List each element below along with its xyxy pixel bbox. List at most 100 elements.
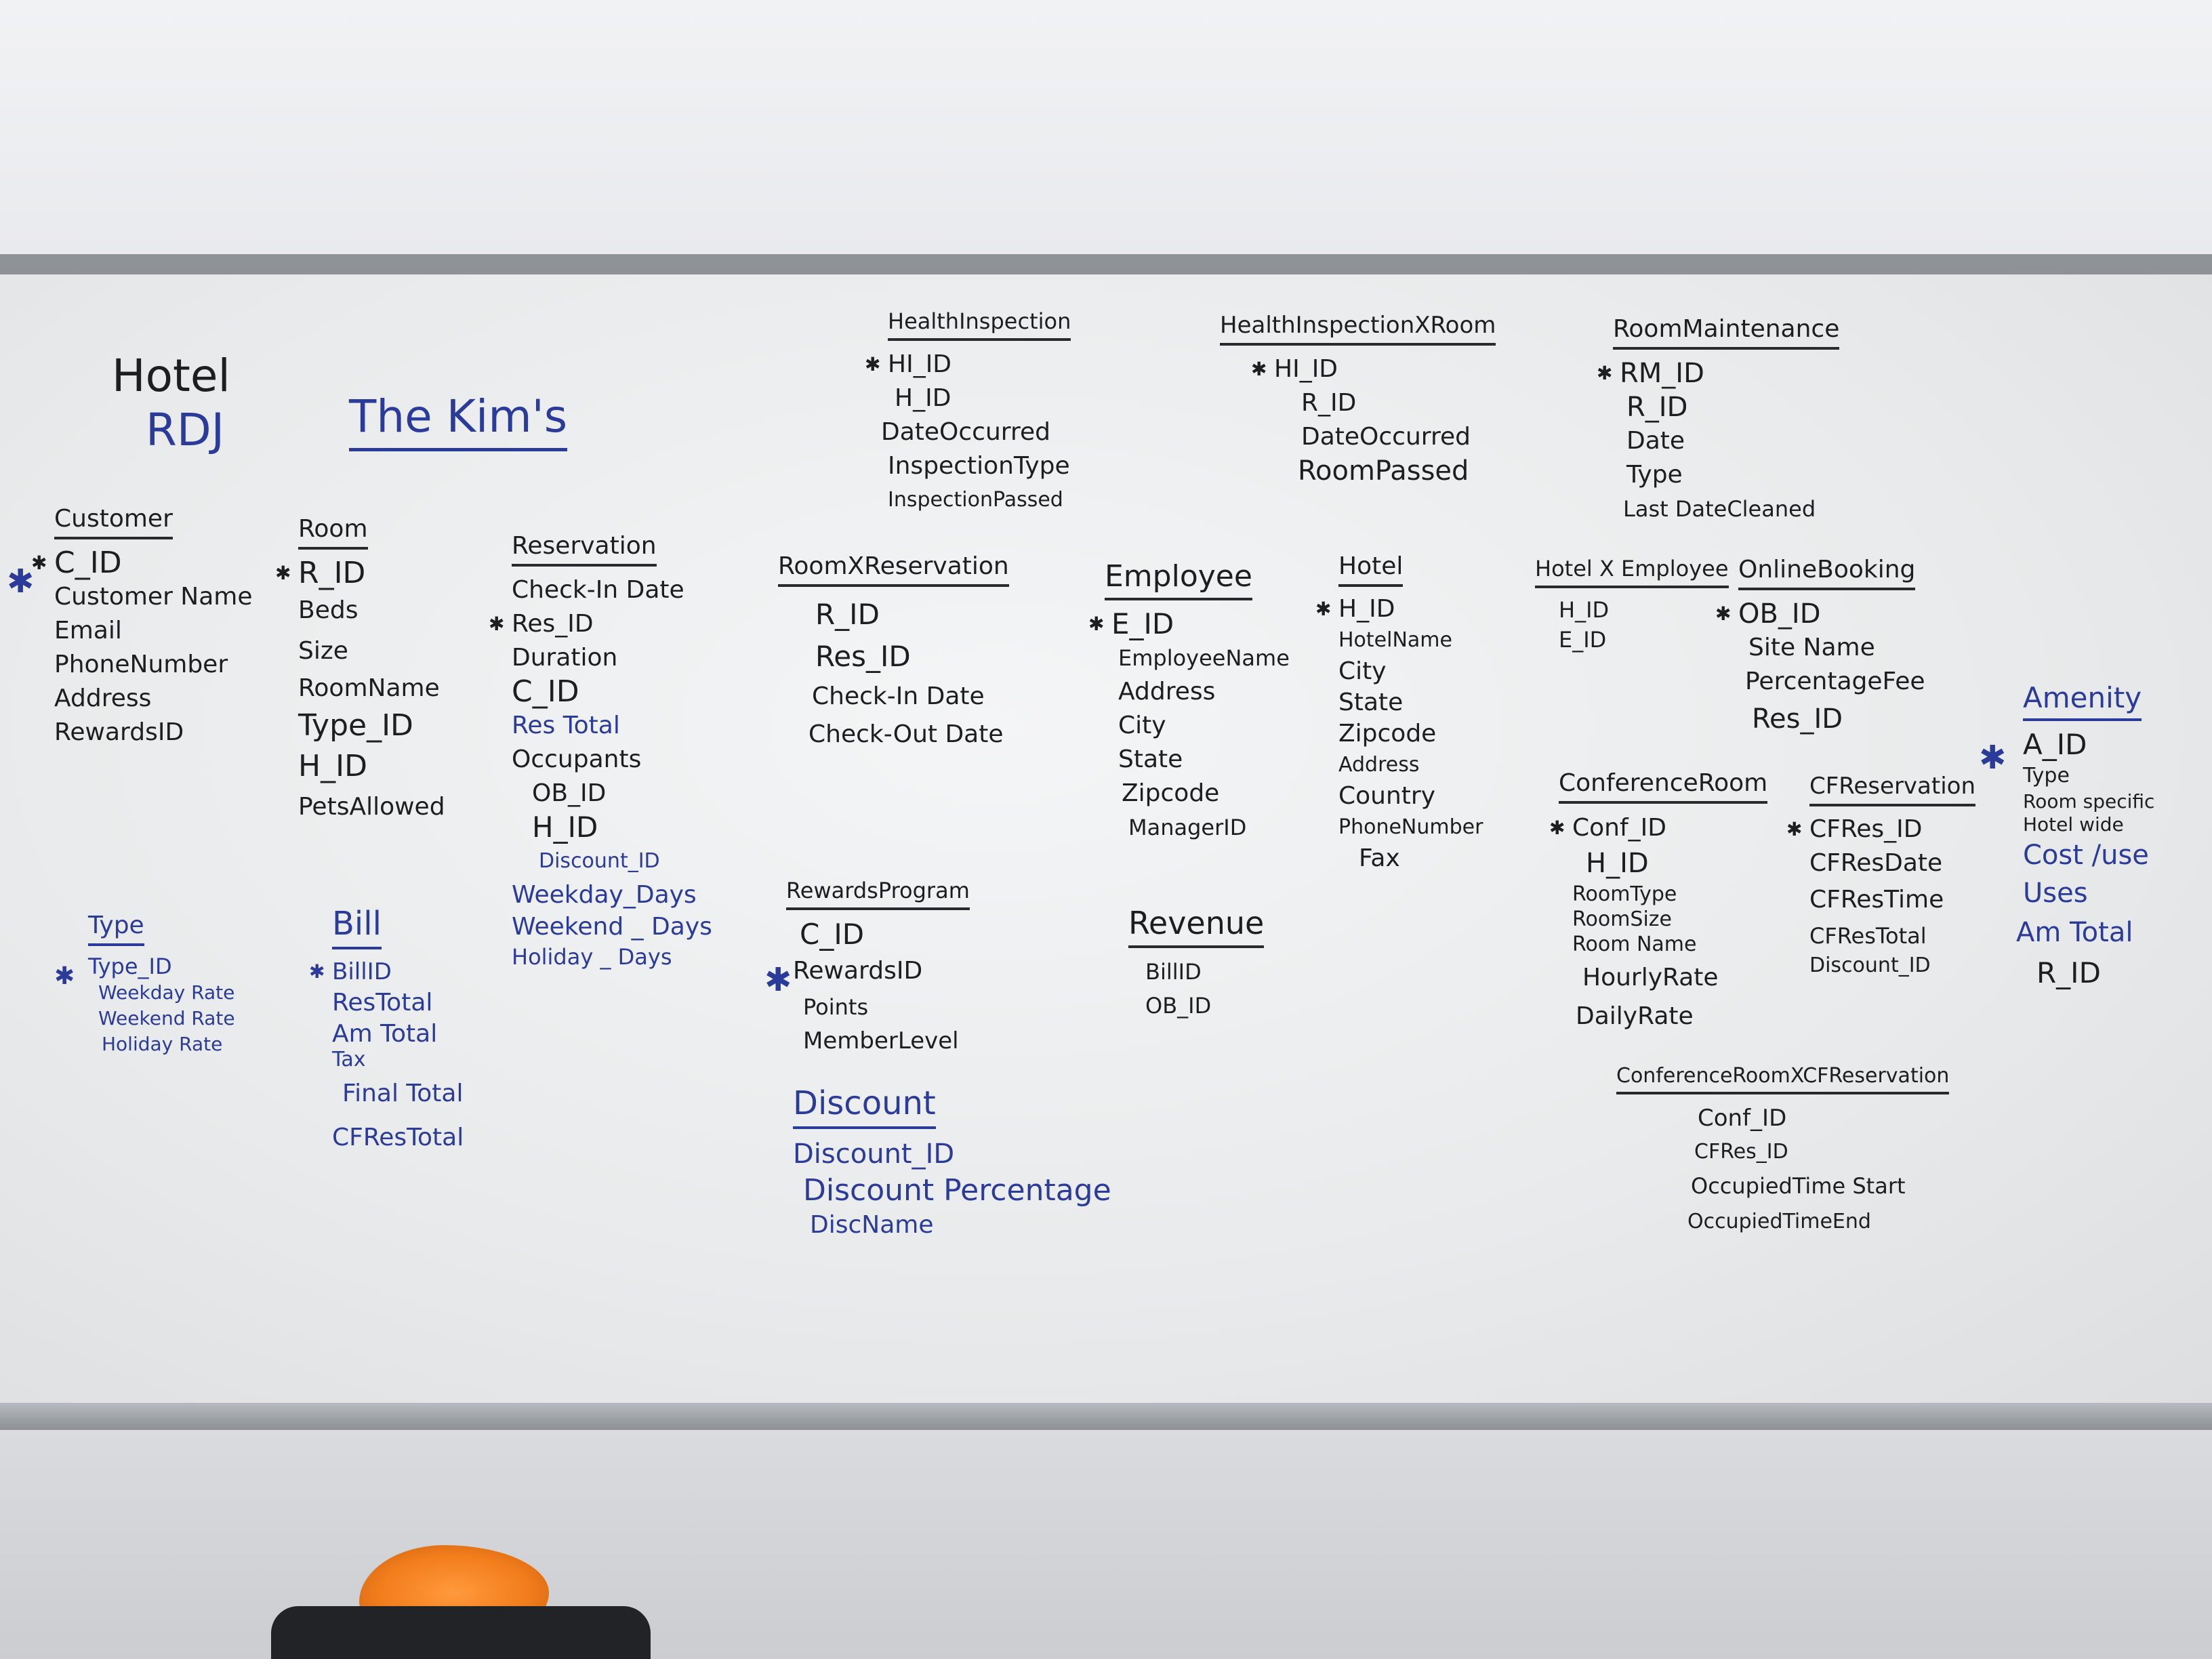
table-revenue-field: OB_ID: [1145, 993, 1212, 1019]
table-room-field: Size: [298, 637, 348, 665]
table-reservation-field: H_ID: [532, 811, 598, 844]
table-health-inspection-x-room-field: HI_ID: [1274, 352, 1496, 386]
team-name-block: The Kim's: [349, 390, 568, 458]
table-cf-reservation-field: CFResTotal: [1809, 923, 1927, 949]
table-bill-field: BillID: [332, 956, 464, 987]
table-reservation-field: Duration: [512, 644, 618, 672]
table-customer-field: Email: [54, 617, 122, 644]
table-amenity-field: Am Total: [2016, 917, 2133, 948]
table-health-inspection: HealthInspection HI_ID H_ID DateOccurred…: [881, 308, 1071, 517]
table-room-field: Beds: [298, 596, 359, 624]
table-hotel-field: Country: [1338, 782, 1436, 810]
table-health-inspection-x-room: HealthInspectionXRoom HI_ID R_ID DateOcc…: [1220, 312, 1496, 488]
table-reservation: Reservation Check-In Date Res_ID Duratio…: [512, 532, 712, 972]
table-conference-room-field: Room Name: [1572, 933, 1697, 956]
table-hotel-field: Zipcode: [1338, 720, 1437, 747]
table-conference-room-x-cf-reservation: ConferenceRoomXCFReservation Conf_ID CFR…: [1616, 1064, 1950, 1241]
table-room-maintenance-field: R_ID: [1626, 392, 1688, 423]
table-reservation-field: C_ID: [512, 674, 579, 709]
table-conference-room: ConferenceRoom Conf_ID H_ID RoomType Roo…: [1559, 769, 1768, 1036]
table-hotel-field: State: [1338, 689, 1404, 716]
table-health-inspection-field: InspectionPassed: [888, 488, 1063, 512]
table-conference-room-x-cf-reservation-field: OccupiedTimeEnd: [1687, 1210, 1871, 1233]
table-customer-field: Customer Name: [54, 583, 253, 611]
table-bill-field: Am Total: [332, 1020, 438, 1048]
table-room-maintenance: RoomMaintenance RM_ID R_ID Date Type Las…: [1613, 315, 1840, 526]
table-employee-title: Employee: [1105, 559, 1252, 600]
table-discount-field: DiscName: [810, 1211, 934, 1239]
table-room: Room R_ID Beds Size RoomName Type_ID H_I…: [298, 515, 445, 827]
table-amenity-field: Hotel wide: [2023, 813, 2124, 836]
table-conference-room-field: HourlyRate: [1582, 964, 1719, 991]
table-bill-field: CFResTotal: [332, 1124, 464, 1151]
board-title-block: Hotel RDJ: [112, 349, 230, 457]
table-health-inspection-title: HealthInspection: [888, 308, 1071, 341]
table-employee-field: City: [1118, 712, 1166, 739]
table-hotel-field: HotelName: [1338, 628, 1452, 652]
table-conference-room-x-cf-reservation-field: OccupiedTime Start: [1691, 1173, 1906, 1199]
table-conference-room-x-cf-reservation-field: Conf_ID: [1698, 1105, 1787, 1132]
board-title: Hotel: [112, 350, 230, 402]
blue-star-mark: ✱: [54, 962, 75, 990]
table-bill: Bill BillID ResTotal Am Total Tax Final …: [332, 905, 464, 1158]
table-conference-room-field: H_ID: [1586, 848, 1649, 879]
table-reservation-field: Check-In Date: [512, 576, 684, 604]
table-reservation-title: Reservation: [512, 532, 657, 567]
table-online-booking: OnlineBooking OB_ID Site Name Percentage…: [1738, 556, 1925, 739]
table-room-maintenance-field: RM_ID: [1620, 356, 1839, 390]
table-online-booking-field: PercentageFee: [1745, 668, 1925, 695]
table-employee-field: E_ID: [1111, 607, 1290, 641]
table-hotel-field: Address: [1338, 753, 1420, 777]
table-reservation-field: Occupants: [512, 745, 642, 773]
board-subtitle: RDJ: [146, 404, 225, 456]
table-online-booking-field: Site Name: [1748, 634, 1875, 661]
table-discount-field: Discount_ID: [793, 1139, 955, 1170]
table-customer-field: Address: [54, 684, 152, 712]
table-rewards-program-field: RewardsID: [793, 957, 923, 985]
table-reservation-field: Res_ID: [512, 607, 712, 641]
table-revenue-title: Revenue: [1128, 905, 1265, 948]
table-type-field: Weekday Rate: [98, 981, 235, 1004]
blue-star-mark: ✱: [1979, 739, 2007, 777]
table-customer-title: Customer: [54, 505, 173, 539]
table-conference-room-field: DailyRate: [1576, 1002, 1694, 1030]
table-amenity-field: A_ID: [2023, 728, 2087, 761]
table-room-maintenance-title: RoomMaintenance: [1613, 315, 1840, 350]
marker-tray: [0, 1403, 2212, 1430]
table-hotel-x-employee-field: H_ID: [1559, 597, 1610, 623]
table-reservation-field: Weekend _ Days: [512, 913, 712, 941]
table-room-x-reservation-field: Res_ID: [815, 640, 911, 673]
table-conference-room-field: Conf_ID: [1572, 811, 1767, 846]
table-customer: Customer C_ID Customer Name Email PhoneN…: [54, 505, 253, 750]
table-room-maintenance-field: Last DateCleaned: [1623, 496, 1816, 522]
blue-star-mark: ✱: [7, 562, 35, 600]
table-room-maintenance-field: Date: [1626, 427, 1685, 455]
table-customer-field: RewardsID: [54, 718, 184, 746]
table-hotel-field: PhoneNumber: [1338, 815, 1483, 839]
table-type-field: Weekend Rate: [98, 1007, 235, 1029]
chair-back: [271, 1606, 651, 1659]
table-bill-field: Tax: [332, 1048, 366, 1071]
table-room-field: R_ID: [298, 556, 445, 590]
wall-above-board: [0, 0, 2212, 254]
table-online-booking-field: Res_ID: [1752, 703, 1843, 735]
table-hotel-field: H_ID: [1338, 594, 1483, 625]
table-amenity-field: Cost /use: [2023, 840, 2149, 871]
table-rewards-program-field: Points: [803, 994, 869, 1020]
table-room-x-reservation-field: Check-Out Date: [808, 720, 1004, 748]
table-cf-reservation-field: Discount_ID: [1809, 954, 1931, 977]
table-discount: Discount Discount_ID Discount Percentage…: [793, 1084, 1111, 1242]
table-room-field: RoomName: [298, 674, 440, 702]
table-health-inspection-x-room-field: R_ID: [1301, 389, 1357, 417]
table-rewards-program: RewardsProgram C_ID RewardsID Points Mem…: [786, 878, 970, 1058]
table-health-inspection-field: DateOccurred: [881, 418, 1050, 446]
table-reservation-field: Res Total: [512, 712, 620, 739]
table-employee-field: Address: [1118, 678, 1216, 705]
table-health-inspection-field: HI_ID: [888, 348, 1071, 382]
table-conference-room-field: RoomType: [1572, 882, 1677, 906]
table-amenity-field: Room specific: [2023, 790, 2155, 813]
table-room-maintenance-field: Type: [1626, 461, 1683, 489]
table-room-x-reservation-field: Check-In Date: [812, 682, 985, 710]
table-employee-field: EmployeeName: [1118, 645, 1290, 671]
table-type-field: Type_ID: [88, 954, 172, 979]
